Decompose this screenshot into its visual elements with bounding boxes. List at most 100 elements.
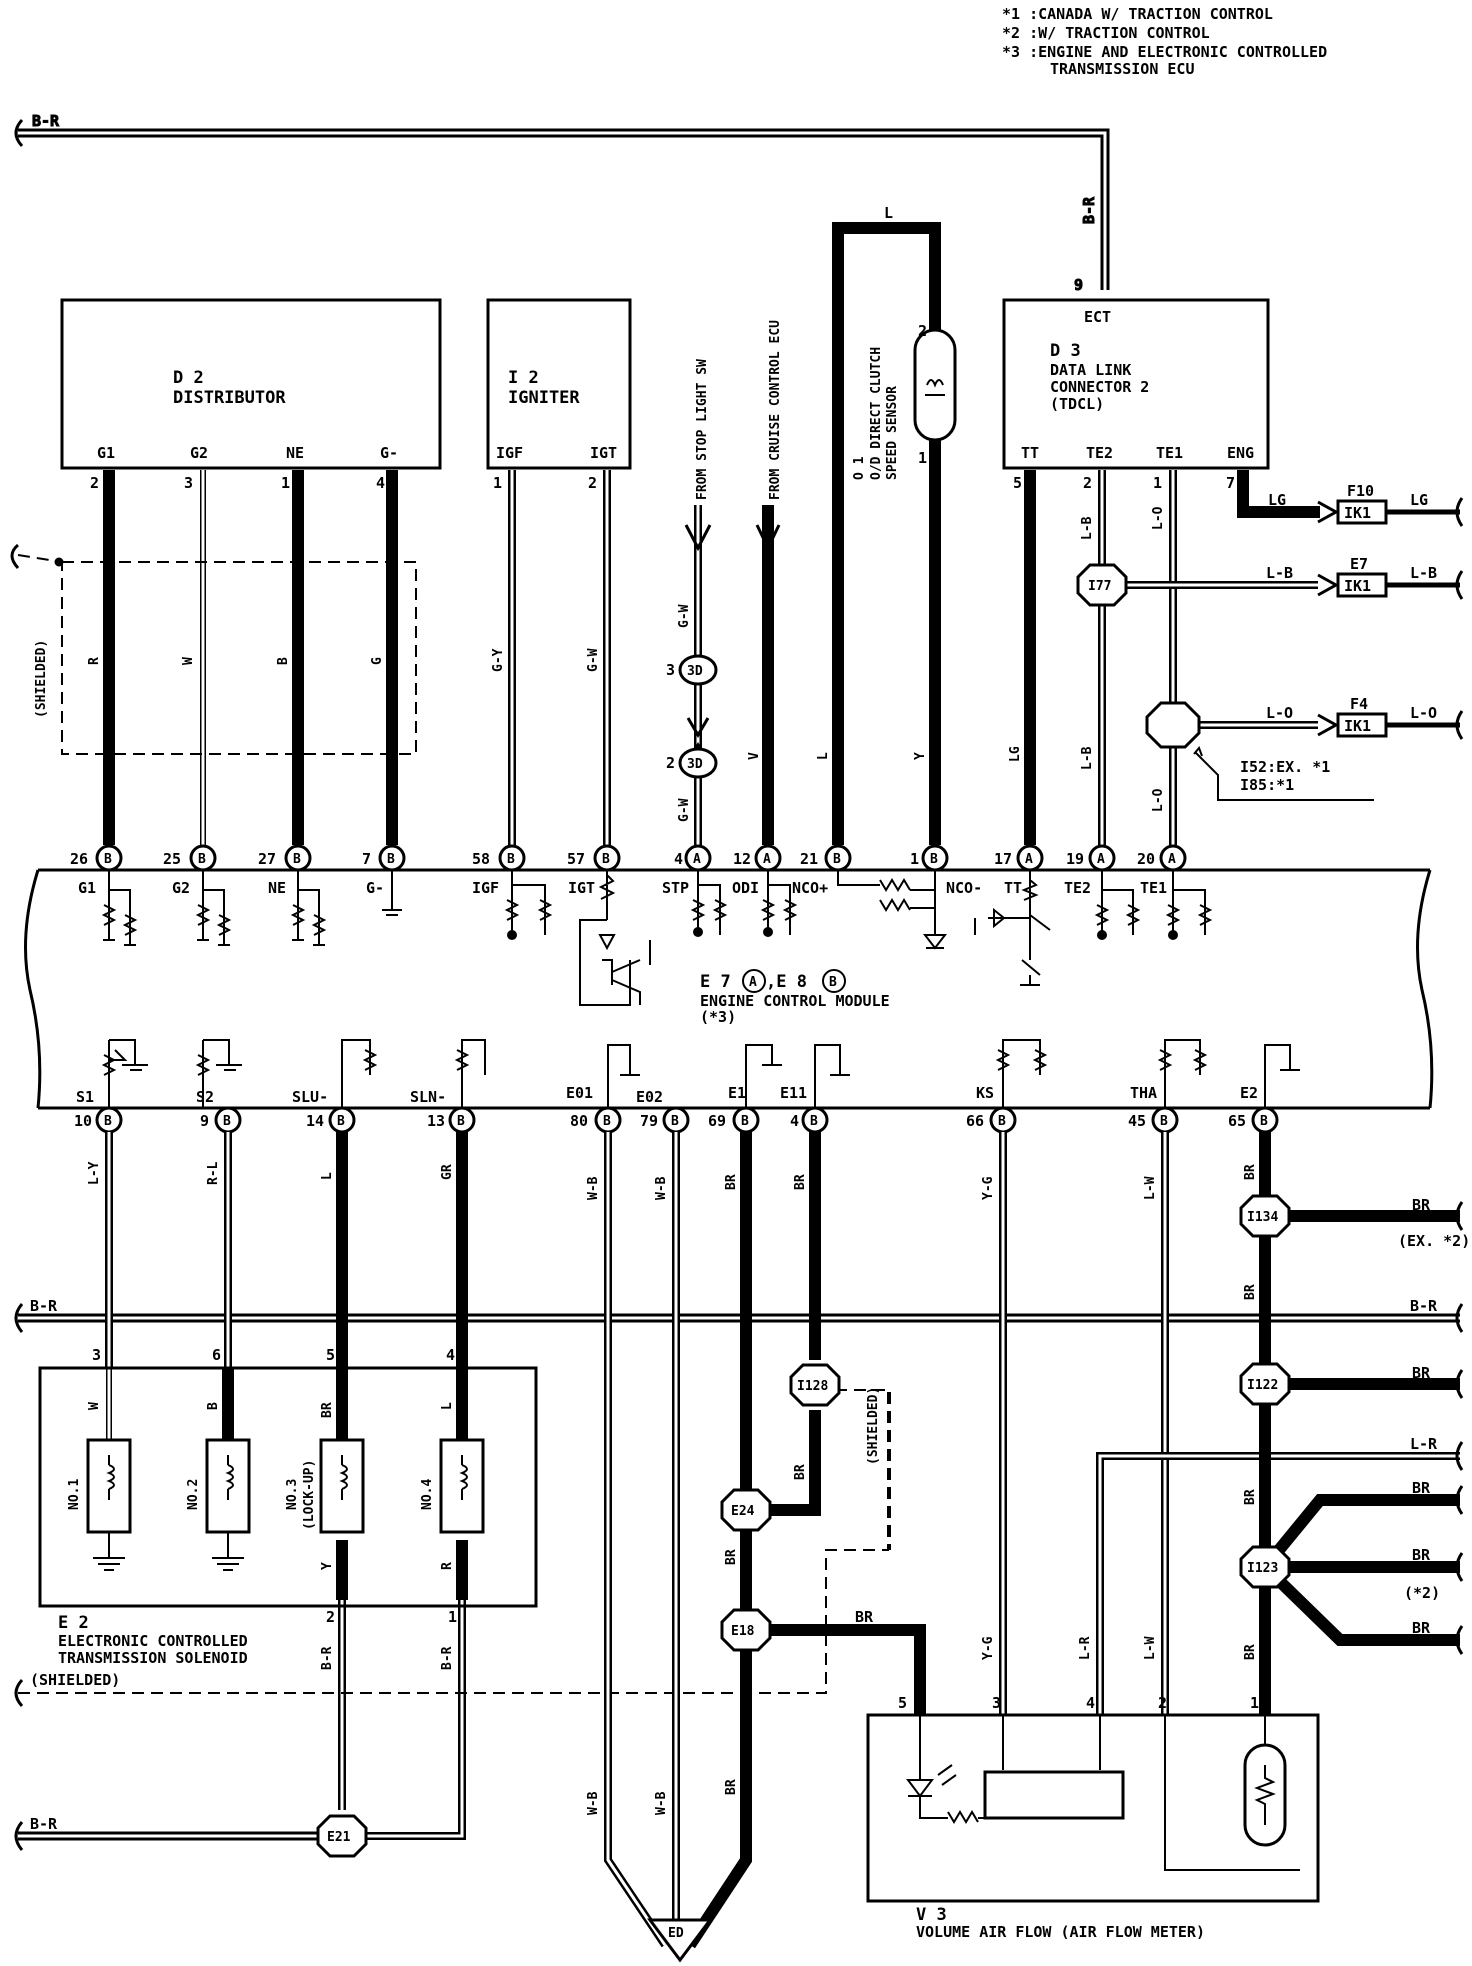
top-bus-label: B-R — [32, 112, 60, 130]
note-i134: (EX. *2) — [1398, 1232, 1470, 1250]
right-mid-bus-label: B-R — [1410, 1297, 1438, 1315]
ecu-id-e7: E 7 — [700, 972, 731, 992]
sol-wire-b: B — [206, 1402, 221, 1410]
wire-lb-te2: L-B — [1080, 516, 1095, 540]
sol-low-wire-br-2: B-R — [440, 1646, 455, 1670]
junction-i52-note1: I52:EX. *1 — [1240, 758, 1330, 776]
footnotes: *1 :CANADA W/ TRACTION CONTROL *2 :W/ TR… — [1002, 5, 1327, 78]
wire-br-i122: BR — [1412, 1364, 1431, 1382]
dlc-line1: DATA LINK — [1050, 361, 1131, 379]
afm-wire-lw: L-W — [1143, 1636, 1158, 1660]
wire-lw: L-W — [1143, 1176, 1158, 1200]
wire-wb-ed-1: W-B — [586, 1791, 601, 1815]
ecu-label-te1: TE1 — [1140, 879, 1167, 897]
conn-f10-id: F10 — [1347, 482, 1374, 500]
wire-br-e2-c: BR — [1243, 1644, 1258, 1660]
ecu-pin-57: 57 — [567, 850, 585, 868]
ecu-label-nco-minus: NCO- — [946, 879, 982, 897]
ecu-label-e2: E2 — [1240, 1084, 1258, 1102]
ign-num-1: 1 — [493, 474, 502, 492]
wire-br-i123-c: BR — [1412, 1619, 1431, 1637]
ecu-label-e01: E01 — [566, 1084, 593, 1102]
wire-br-e1: BR — [724, 1174, 739, 1190]
conn-b: B — [337, 1114, 345, 1129]
ecu-label-ks: KS — [976, 1084, 994, 1102]
data-link-connector: ECT D 3 DATA LINK CONNECTOR 2 (TDCL) TT … — [1002, 298, 1270, 492]
cruise-input: FROM CRUISE CONTROL ECU V — [747, 320, 783, 845]
dist-num-4: 4 — [376, 474, 385, 492]
dlc-pin-tt: TT — [1021, 444, 1039, 462]
ecu-label-stp: STP — [662, 879, 689, 897]
dlc-num-1: 1 — [1153, 474, 1162, 492]
ecu-pin-12: 12 — [733, 850, 751, 868]
ecu-pin-65: 65 — [1228, 1112, 1246, 1130]
wire-br-i134: BR — [1412, 1196, 1431, 1214]
ecu-pin-25: 25 — [163, 850, 181, 868]
conn-f10-plug: IK1 — [1344, 504, 1371, 522]
conn-b: B — [998, 1114, 1006, 1129]
ecu-bottom-pins: B10 B9 B14 B13 B80 B79 B69 B4 B66 B45 B6… — [74, 1106, 1279, 1134]
afm-pin-2: 2 — [1158, 1694, 1167, 1712]
ecu-pin-19: 19 — [1066, 850, 1084, 868]
junction-i128: I128 — [797, 1379, 828, 1394]
distributor-name: DISTRIBUTOR — [173, 388, 286, 408]
stop-light-input: FROM STOP LIGHT SW 3D 3 3D 2 G-W G-W — [666, 359, 718, 845]
junction-3d-a-num: 3 — [666, 661, 675, 679]
ecu-pin-80: 80 — [570, 1112, 588, 1130]
wire-lr-right: L-R — [1410, 1435, 1438, 1453]
igniter: I 2 IGNITER IGF IGT 1 2 — [486, 298, 632, 492]
od-line1: O/D DIRECT CLUTCH — [869, 347, 884, 480]
mid-bus-label: B-R — [30, 1297, 58, 1315]
conn-b: B — [223, 1114, 231, 1129]
junction-e18: E18 — [731, 1624, 755, 1639]
ecu-pin-1: 1 — [910, 850, 919, 868]
wire-lg-tt: LG — [1008, 746, 1023, 762]
conn-b: B — [603, 1114, 611, 1129]
wire-gw-stop: G-W — [677, 604, 692, 628]
ecu-label-nco-plus: NCO+ — [792, 879, 828, 897]
ecu-label-e1: E1 — [728, 1084, 746, 1102]
conn-b: B — [293, 852, 301, 867]
ecu-pin-9: 9 — [200, 1112, 209, 1130]
note-1: *1 :CANADA W/ TRACTION CONTROL — [1002, 5, 1273, 23]
sol-pin-4: 4 — [446, 1346, 455, 1364]
ecu-pin-14: 14 — [306, 1112, 324, 1130]
od-speed-sensor: L 2 1 O 1 O/D DIRECT CLUTCH SPEED SENSOR… — [816, 204, 957, 845]
dlc-id: D 3 — [1050, 341, 1081, 361]
afm-name: VOLUME AIR FLOW (AIR FLOW METER) — [916, 1923, 1205, 1941]
conn-e7-plug: IK1 — [1344, 577, 1371, 595]
afm-id: V 3 — [916, 1905, 947, 1925]
lower-wires — [14, 1132, 1464, 1949]
ecu-label-e11: E11 — [780, 1084, 807, 1102]
ecu-pin-4: 4 — [674, 850, 683, 868]
conn-b: B — [1160, 1114, 1168, 1129]
dlc-pin-te2: TE2 — [1086, 444, 1113, 462]
ecu-pin-69: 69 — [708, 1112, 726, 1130]
wire-br-e2: BR — [1243, 1164, 1258, 1180]
junction-3d-b-num: 2 — [666, 754, 675, 772]
sol-low-pin-1: 1 — [448, 1608, 457, 1626]
conn-a: A — [693, 852, 701, 867]
ecu-pin-27: 27 — [258, 850, 276, 868]
junction-i77: I77 — [1088, 579, 1111, 594]
conn-b: B — [833, 852, 841, 867]
sol-wire-w: W — [87, 1402, 102, 1410]
wire-lo-te1-low: L-O — [1151, 788, 1166, 812]
conn-a: A — [1025, 852, 1033, 867]
note-3b: TRANSMISSION ECU — [1050, 60, 1195, 78]
od-top-wire: L — [884, 204, 893, 222]
ecu-pin-20: 20 — [1137, 850, 1155, 868]
junction-3d-b: 3D — [687, 757, 703, 772]
solenoid-id: E 2 — [58, 1613, 89, 1633]
conn-f4-out: L-O — [1410, 704, 1437, 722]
junction-3d-a: 3D — [687, 664, 703, 679]
ecu-label-e02: E02 — [636, 1088, 663, 1106]
distributor-id: D 2 — [173, 368, 204, 388]
cruise-text: FROM CRUISE CONTROL ECU — [768, 320, 783, 500]
sol-no3: NO.3 — [285, 1479, 300, 1510]
ecu-label-igt: IGT — [568, 879, 595, 897]
conn-b: B — [457, 1114, 465, 1129]
wire-wb-1: W-B — [586, 1176, 601, 1200]
wire-lo-te1: L-O — [1151, 506, 1166, 530]
ign-pin-igt: IGT — [590, 444, 617, 462]
